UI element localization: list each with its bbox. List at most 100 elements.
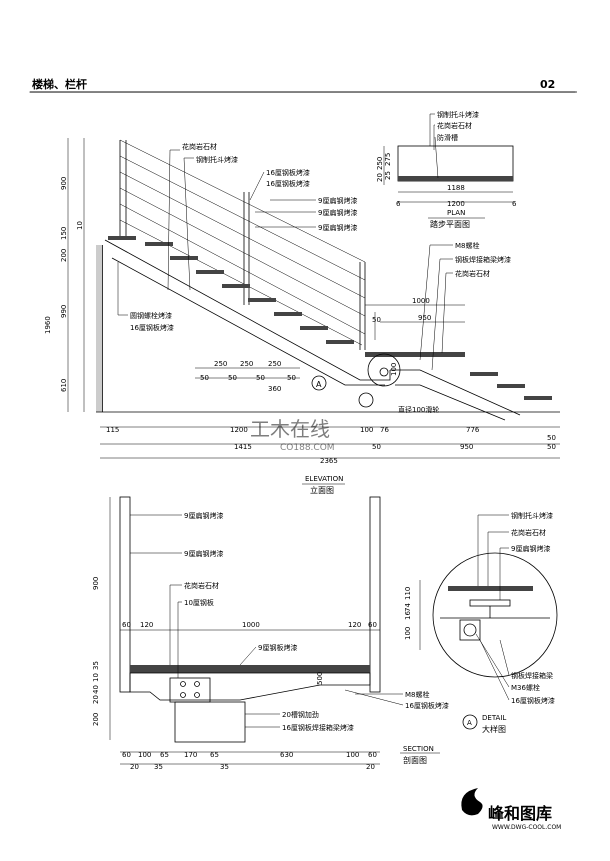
svg-text:花岗岩石材: 花岗岩石材 [511,528,546,537]
svg-text:50: 50 [200,374,209,382]
elevation-title-zh: 立面图 [310,485,334,495]
svg-text:250: 250 [376,157,384,170]
section-tread [130,665,370,673]
svg-text:6: 6 [512,200,517,208]
svg-text:16厘钢板烤漆: 16厘钢板烤漆 [511,696,555,705]
page-number: 02 [540,78,555,91]
section-title-en: SECTION [403,745,434,753]
svg-text:1415: 1415 [234,443,252,451]
caster-wheel [358,392,374,408]
svg-text:776: 776 [466,426,480,434]
svg-text:圆钢螺栓烤漆: 圆钢螺栓烤漆 [130,311,172,320]
svg-text:950: 950 [460,443,473,451]
svg-text:50: 50 [372,316,381,324]
svg-text:M36螺栓: M36螺栓 [511,683,540,692]
svg-text:275: 275 [384,153,392,166]
detail-boundary-circle [432,552,558,678]
svg-text:100: 100 [390,363,398,376]
svg-text:16厘钢板烤漆: 16厘钢板烤漆 [405,701,449,710]
detail-callouts: 钢制托斗烤漆 花岗岩石材 9厘扁钢烤漆 钢板焊接箱梁 M36螺栓 16厘钢板烤漆 [475,511,555,705]
svg-text:钢制托斗烤漆: 钢制托斗烤漆 [437,110,479,119]
section-bottom-dims: 60 100 65 170 65 630 100 60 20 35 35 20 [122,751,377,771]
wall-hatch [96,245,102,412]
svg-text:115: 115 [106,426,119,434]
landing-dimensions: 1000 50 950 100 [365,297,465,376]
svg-text:9厘扁钢烤漆: 9厘扁钢烤漆 [318,223,357,232]
treads [108,236,552,400]
svg-text:9厘扁钢烤漆: 9厘扁钢烤漆 [184,549,223,558]
plan-title-en: PLAN [447,209,465,217]
elevation-view: A 900 150 200 10 990 1960 610 花岗岩石材 钢制托斗… [44,138,560,495]
svg-text:10: 10 [92,673,100,682]
svg-text:35: 35 [92,661,100,670]
svg-text:20: 20 [92,695,100,704]
svg-text:9厘扁钢烤漆: 9厘扁钢烤漆 [318,196,357,205]
plan-view: 250 275 25 20 钢制托斗烤漆 花岗岩石材 防滑槽 1188 6 12… [376,110,517,229]
svg-text:25: 25 [384,171,392,180]
svg-text:钢板焊接箱梁烤漆: 钢板焊接箱梁烤漆 [455,255,511,264]
svg-text:1200: 1200 [447,200,465,208]
dim-text: 900 [60,177,68,190]
step-dimensions: 250 250 250 50 50 50 360 50 [195,360,300,393]
svg-text:60: 60 [122,751,131,759]
section-callouts: 9厘扁钢烤漆 9厘扁钢烤漆 花岗岩石材 10厘钢板 9厘钢板烤漆 M8螺栓 16… [130,511,449,732]
svg-text:120: 120 [140,621,153,629]
svg-text:16厘钢板烤漆: 16厘钢板烤漆 [130,323,174,332]
svg-text:50: 50 [228,374,237,382]
detail-bolt-plate [459,619,481,641]
svg-text:100: 100 [346,751,359,759]
svg-text:120: 120 [348,621,361,629]
section-box-beam [129,672,371,701]
section-plate [169,677,211,703]
detail-tread [448,586,533,591]
svg-text:65: 65 [210,751,219,759]
section-view: 900 35 10 40 20 200 60 120 1000 120 60 5… [92,496,449,771]
svg-text:16厘钢板烤漆: 16厘钢板烤漆 [266,179,310,188]
svg-text:360: 360 [268,385,281,393]
svg-text:35: 35 [220,763,229,771]
dim-text: 610 [60,379,68,392]
svg-text:60: 60 [368,751,377,759]
svg-text:50: 50 [547,443,556,451]
svg-text:9厘扁钢烤漆: 9厘扁钢烤漆 [511,544,550,553]
svg-text:76: 76 [380,426,389,434]
detail-marker-label: A [467,719,472,727]
plan-title-zh: 踏步平面图 [430,219,470,229]
svg-text:900: 900 [92,577,100,590]
elevation-title-en: ELEVATION [305,475,343,483]
svg-text:花岗岩石材: 花岗岩石材 [182,142,217,151]
channel-stiffener [174,701,246,743]
handrail-flat-bars [119,139,366,346]
svg-text:防滑槽: 防滑槽 [437,133,458,142]
svg-text:6: 6 [396,200,401,208]
svg-text:1000: 1000 [242,621,260,629]
svg-text:65: 65 [160,751,169,759]
svg-text:50: 50 [372,443,381,451]
svg-text:20: 20 [376,173,384,182]
svg-text:花岗岩石材: 花岗岩石材 [437,121,472,130]
anti-slip-groove [398,176,513,181]
svg-text:630: 630 [280,751,293,759]
watermark-text: 工木在线 [250,417,330,441]
detail-title-en: DETAIL [482,714,506,722]
bolt-symbol [379,367,389,377]
svg-text:110: 110 [404,587,412,600]
svg-text:1000: 1000 [412,297,430,305]
svg-text:16厘钢板烤漆: 16厘钢板烤漆 [266,168,310,177]
dim-text: 150 [60,227,68,240]
detail-flat-bar [469,599,511,607]
svg-text:50: 50 [287,374,296,382]
brand-url: WWW.DWG-COOL.COM [492,824,561,831]
section-post-left [119,496,131,693]
svg-text:直径100滑轮: 直径100滑轮 [398,405,439,414]
svg-text:250: 250 [268,360,281,368]
svg-text:500: 500 [316,672,324,685]
svg-text:100: 100 [138,751,151,759]
svg-text:钢制托斗烤漆: 钢制托斗烤漆 [511,511,553,520]
svg-text:250: 250 [240,360,253,368]
svg-text:60: 60 [368,621,377,629]
svg-text:16厘钢板焊接箱梁烤漆: 16厘钢板焊接箱梁烤漆 [282,723,354,732]
svg-text:钢板焊接箱梁: 钢板焊接箱梁 [511,671,553,680]
svg-text:钢制托斗烤漆: 钢制托斗烤漆 [196,155,238,164]
